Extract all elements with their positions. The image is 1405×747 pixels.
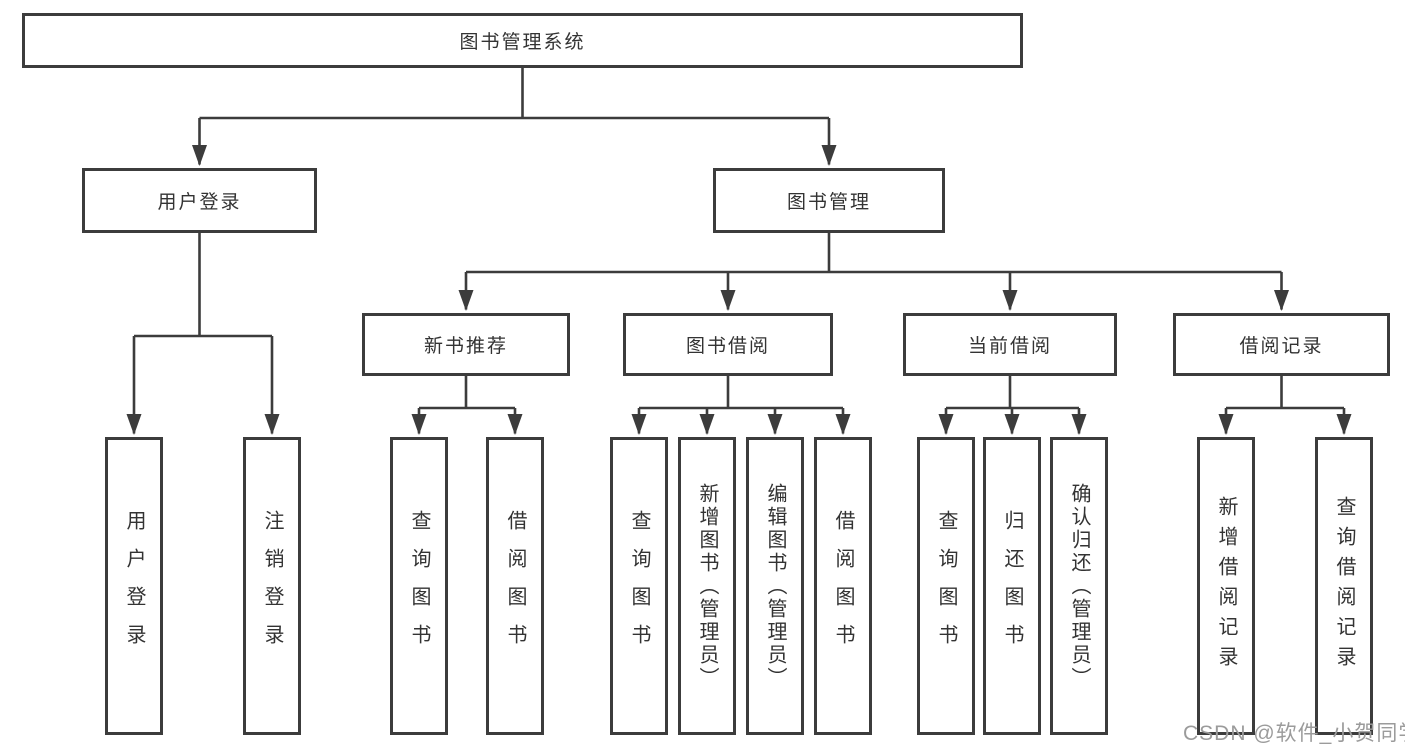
leaf-query-books-recommend-label: 查询图书 [408,510,430,662]
node-current-borrowing-label: 当前借阅 [967,336,1052,357]
leaf-confirm-return-admin: 确认归还（管理员） [1050,437,1108,735]
node-user-login: 用户登录 [82,168,317,233]
leaf-query-borrow-record-label: 查询借阅记录 [1333,496,1355,676]
node-book-borrowing: 图书借阅 [623,313,833,376]
leaf-borrow-books-borrowing-label: 借阅图书 [832,510,854,662]
csdn-watermark: CSDN @软件_小贺同学 [1183,722,1405,745]
leaf-add-borrow-record: 新增借阅记录 [1197,437,1255,735]
leaf-query-borrow-record: 查询借阅记录 [1315,437,1373,735]
node-new-book-recommend-label: 新书推荐 [423,336,508,357]
node-new-book-recommend: 新书推荐 [362,313,570,376]
leaf-query-books-current-label: 查询图书 [935,510,957,662]
node-current-borrowing: 当前借阅 [903,313,1117,376]
node-book-management-label: 图书管理 [786,192,871,213]
node-root-label: 图书管理系统 [459,32,586,53]
leaf-logout: 注销登录 [243,437,301,735]
leaf-add-books-admin-label: 新增图书（管理员） [696,482,718,690]
leaf-query-books-current: 查询图书 [917,437,975,735]
leaf-borrow-books-recommend-label: 借阅图书 [504,510,526,662]
node-root: 图书管理系统 [22,13,1023,68]
leaf-user-login-label: 用户登录 [123,510,145,662]
node-borrowing-records-label: 借阅记录 [1239,336,1324,357]
leaf-logout-label: 注销登录 [261,510,283,662]
leaf-query-books-borrowing-label: 查询图书 [628,510,650,662]
leaf-add-borrow-record-label: 新增借阅记录 [1215,496,1237,676]
leaf-edit-books-admin-label: 编辑图书（管理员） [764,482,786,690]
leaf-query-books-borrowing: 查询图书 [610,437,668,735]
leaf-borrow-books-borrowing: 借阅图书 [814,437,872,735]
node-book-management: 图书管理 [713,168,945,233]
leaf-confirm-return-admin-label: 确认归还（管理员） [1068,482,1090,690]
node-borrowing-records: 借阅记录 [1173,313,1390,376]
leaf-user-login: 用户登录 [105,437,163,735]
node-user-login-label: 用户登录 [157,192,242,213]
leaf-return-books: 归还图书 [983,437,1041,735]
node-book-borrowing-label: 图书借阅 [685,336,770,357]
leaf-return-books-label: 归还图书 [1001,510,1023,662]
leaf-add-books-admin: 新增图书（管理员） [678,437,736,735]
leaf-edit-books-admin: 编辑图书（管理员） [746,437,804,735]
leaf-query-books-recommend: 查询图书 [390,437,448,735]
leaf-borrow-books-recommend: 借阅图书 [486,437,544,735]
